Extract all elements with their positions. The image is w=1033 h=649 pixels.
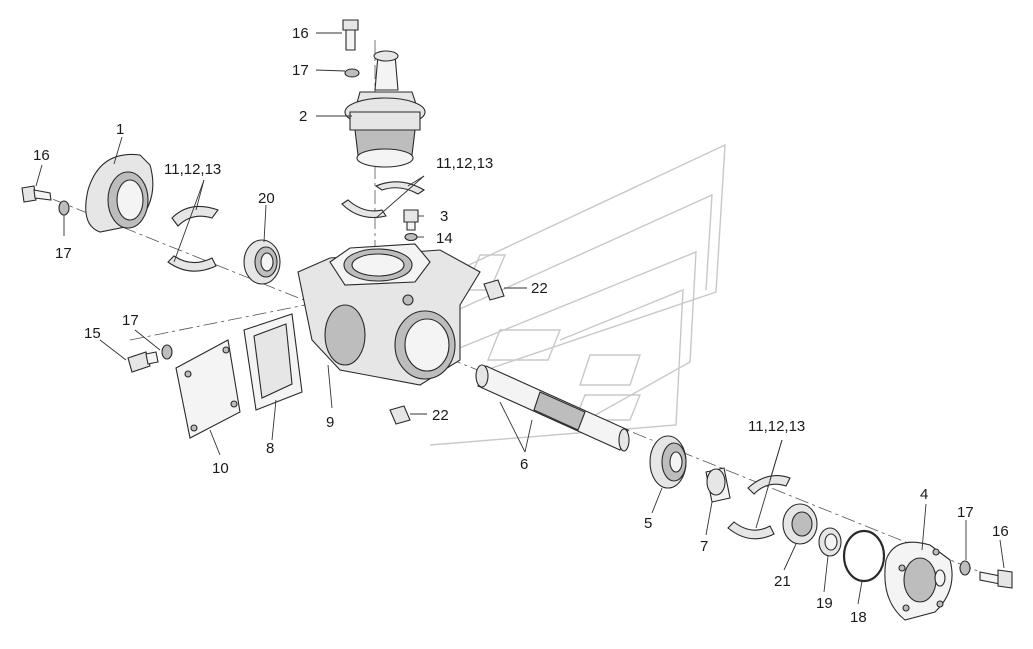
bolt-part-16-left bbox=[21, 185, 52, 203]
assembly-axis-lines bbox=[29, 40, 1001, 581]
washer-part-17-middle-left bbox=[161, 344, 173, 360]
callout-labels: 16 17 2 1 16 11,12,13 11,12,13 20 3 14 1… bbox=[33, 25, 1009, 626]
bushing-part-7 bbox=[705, 467, 731, 503]
callout-6: 6 bbox=[520, 456, 528, 473]
seal-part-19 bbox=[818, 527, 842, 557]
callout-15: 15 bbox=[84, 325, 101, 342]
washer-part-17-top bbox=[344, 68, 360, 78]
callout-14: 14 bbox=[436, 230, 453, 247]
bearing-part-21 bbox=[782, 503, 818, 545]
callout-4: 4 bbox=[920, 486, 928, 503]
shims-part-11-12-13-middle bbox=[341, 181, 426, 219]
plug-part-22-upper bbox=[483, 279, 505, 301]
callout-2: 2 bbox=[299, 108, 307, 125]
callout-11-12-13-middle: 11,12,13 bbox=[436, 155, 493, 172]
plug-part-15 bbox=[127, 351, 159, 373]
callout-11-12-13-right: 11,12,13 bbox=[748, 418, 805, 435]
leader-lines bbox=[35, 32, 1005, 605]
plug-part-22-lower bbox=[389, 405, 411, 425]
callout-19: 19 bbox=[816, 595, 833, 612]
callout-20: 20 bbox=[258, 190, 275, 207]
shims-part-11-12-13-right bbox=[727, 475, 791, 540]
callout-9: 9 bbox=[326, 414, 334, 431]
callout-5: 5 bbox=[644, 515, 652, 532]
callout-17-left: 17 bbox=[55, 245, 72, 262]
gasket-part-8 bbox=[243, 313, 303, 411]
flange-part-1 bbox=[85, 153, 154, 233]
callout-22-lower: 22 bbox=[432, 407, 449, 424]
callout-21: 21 bbox=[774, 573, 791, 590]
callout-16-top: 16 bbox=[292, 25, 309, 42]
cover-part-4 bbox=[884, 541, 953, 621]
callout-18: 18 bbox=[850, 609, 867, 626]
callout-1: 1 bbox=[116, 121, 124, 138]
shaft-part-6 bbox=[475, 364, 630, 452]
callout-17-middle-left: 17 bbox=[122, 312, 139, 329]
washer-part-17-right bbox=[959, 560, 971, 576]
bearing-part-20 bbox=[243, 239, 281, 285]
shims-part-11-12-13-left bbox=[167, 205, 219, 272]
callout-16-right: 16 bbox=[992, 523, 1009, 540]
callout-17-top: 17 bbox=[292, 62, 309, 79]
callout-3: 3 bbox=[440, 208, 448, 225]
washer-part-17-left bbox=[58, 200, 70, 216]
callout-10: 10 bbox=[212, 460, 229, 477]
bolt-part-16-right bbox=[979, 569, 1013, 589]
callout-17-right: 17 bbox=[957, 504, 974, 521]
housing-part-9 bbox=[297, 243, 481, 386]
callout-22-upper: 22 bbox=[531, 280, 548, 297]
callout-7: 7 bbox=[700, 538, 708, 555]
o-ring-part-18 bbox=[842, 529, 886, 583]
fitting-part-3 bbox=[403, 209, 419, 231]
callout-8: 8 bbox=[266, 440, 274, 457]
callout-11-12-13-left: 11,12,13 bbox=[164, 161, 221, 178]
gear-part-5 bbox=[649, 435, 687, 489]
drive-unit-part-2 bbox=[344, 50, 426, 168]
cover-part-10 bbox=[175, 339, 241, 439]
bolt-part-16-top bbox=[342, 19, 359, 51]
callout-16-left: 16 bbox=[33, 147, 50, 164]
washer-part-14 bbox=[404, 232, 418, 242]
